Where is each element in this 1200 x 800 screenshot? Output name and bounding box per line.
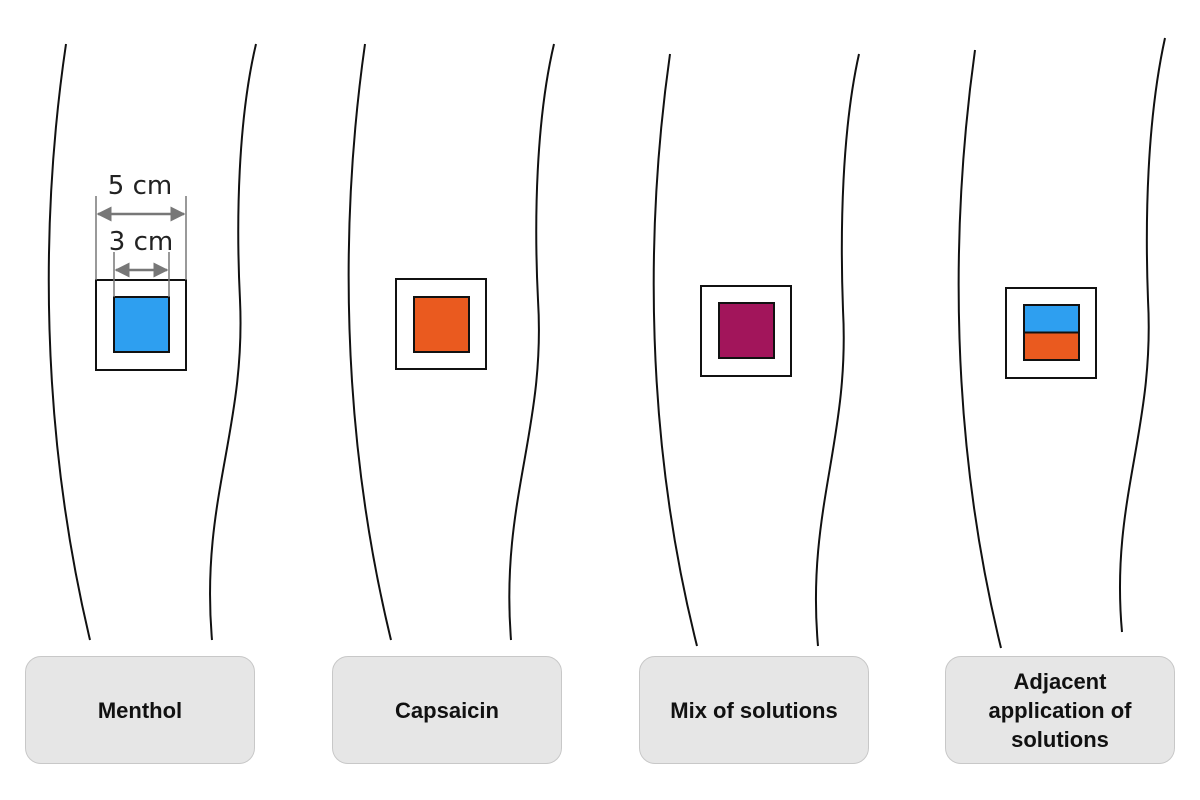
menthol-patch bbox=[113, 296, 170, 353]
label-capsaicin: Capsaicin bbox=[395, 697, 499, 723]
forearm-right-contour bbox=[1118, 37, 1166, 633]
label-box-mix: Mix of solutions bbox=[639, 656, 869, 764]
outer-area-5cm bbox=[1005, 287, 1097, 379]
label-box-capsaicin: Capsaicin bbox=[332, 656, 562, 764]
forearm-capsaicin bbox=[347, 43, 555, 641]
inner-dimension-label: 3 cm bbox=[109, 227, 173, 257]
forearm-right-contour bbox=[508, 43, 555, 641]
forearm-adjacent bbox=[957, 37, 1166, 649]
forearm-right-contour bbox=[209, 43, 257, 641]
label-box-menthol: Menthol bbox=[25, 656, 255, 764]
outer-area-5cm bbox=[700, 285, 792, 377]
forearm-left-contour bbox=[347, 43, 392, 641]
forearm-mix bbox=[652, 53, 860, 647]
forearm-left-contour bbox=[652, 53, 698, 647]
label-mix: Mix of solutions bbox=[670, 697, 838, 723]
dimension-annotations: 5 cm 3 cm bbox=[95, 171, 187, 297]
label-menthol: Menthol bbox=[97, 697, 183, 723]
mixed-solution-patch bbox=[718, 302, 775, 359]
forearm-menthol bbox=[47, 43, 257, 641]
forearm-right-contour bbox=[814, 53, 860, 647]
capsaicin-half-patch bbox=[1023, 331, 1080, 361]
forearm-left-contour bbox=[47, 43, 91, 641]
outer-area-5cm bbox=[95, 279, 187, 371]
capsaicin-patch bbox=[413, 296, 470, 353]
label-box-adjacent: Adjacent application of solutions bbox=[945, 656, 1175, 764]
outer-area-5cm bbox=[395, 278, 487, 370]
label-adjacent: Adjacent application of solutions bbox=[988, 668, 1132, 752]
forearm-left-contour bbox=[957, 49, 1002, 649]
menthol-half-patch bbox=[1023, 304, 1080, 334]
outer-dimension-label: 5 cm bbox=[108, 171, 172, 201]
